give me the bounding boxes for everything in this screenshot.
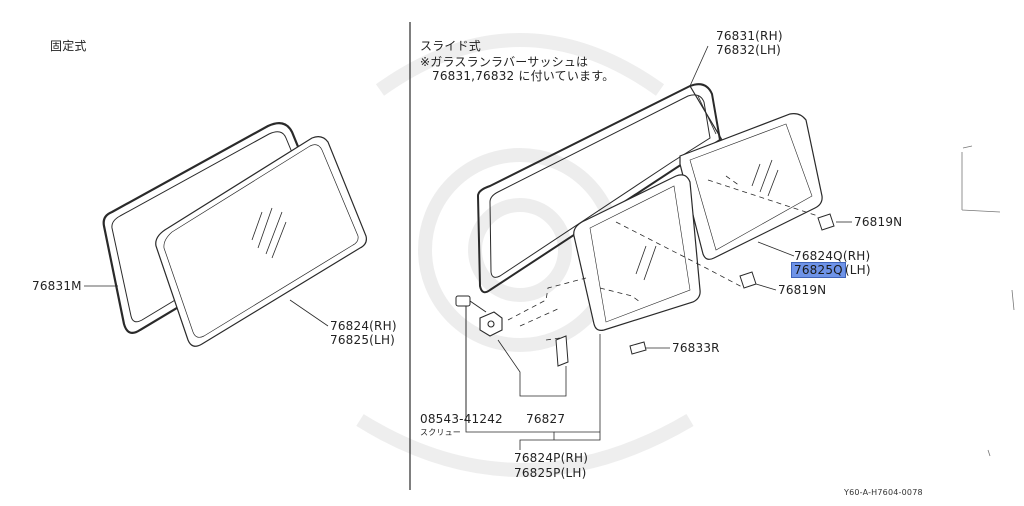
stopper-upper bbox=[817, 213, 835, 231]
part-label-76824P-rh[interactable]: 76824P(RH) bbox=[514, 451, 589, 465]
part-label-76831M[interactable]: 76831M bbox=[32, 279, 82, 293]
stopper-lower bbox=[739, 271, 757, 289]
leader-76824 bbox=[289, 299, 329, 327]
edge-marks bbox=[961, 145, 1015, 457]
leader-lines-right bbox=[465, 45, 852, 450]
part-label-76824Q-rh[interactable]: 76824Q(RH) bbox=[794, 249, 871, 263]
catch-part bbox=[555, 335, 569, 367]
slide-type-title: スライド式 bbox=[420, 39, 482, 53]
slide-note-line2: 76831,76832 に付いています。 bbox=[432, 69, 615, 83]
slide-front-glass bbox=[573, 174, 701, 331]
part-label-76819N-lower[interactable]: 76819N bbox=[778, 283, 827, 297]
assembly-dash-lines bbox=[507, 175, 819, 341]
part-label-76827[interactable]: 76827 bbox=[526, 412, 566, 426]
highlighted-part-number[interactable]: 76825Q bbox=[791, 262, 846, 278]
part-label-76825Q-suffix: (LH) bbox=[844, 263, 871, 277]
part-label-76824-rh[interactable]: 76824(RH) bbox=[330, 319, 397, 333]
slide-note-line1: ※ガラスランラバーサッシュは bbox=[420, 55, 589, 69]
part-label-08543-41242[interactable]: 08543-41242 bbox=[420, 412, 503, 426]
pad-76833R bbox=[629, 341, 647, 355]
part-label-76833R[interactable]: 76833R bbox=[672, 341, 720, 355]
latch-part bbox=[479, 311, 503, 337]
diagram-code: Y60-A-H7604-0078 bbox=[844, 488, 923, 497]
part-label-76825Q-lh[interactable]: 76825Q(LH) bbox=[791, 262, 871, 278]
fixed-type-title: 固定式 bbox=[50, 39, 87, 53]
fixed-window-glass bbox=[155, 136, 367, 347]
part-label-76832-lh[interactable]: 76832(LH) bbox=[716, 43, 782, 57]
screw-caption: スクリュー bbox=[420, 428, 461, 437]
slide-rear-glass bbox=[679, 113, 823, 260]
part-label-76825P-lh[interactable]: 76825P(LH) bbox=[514, 466, 587, 480]
part-label-76825-lh[interactable]: 76825(LH) bbox=[330, 333, 396, 347]
screw-part bbox=[455, 295, 487, 420]
part-label-76831-rh[interactable]: 76831(RH) bbox=[716, 29, 783, 43]
part-label-76819N-upper[interactable]: 76819N bbox=[854, 215, 903, 229]
slide-sash-frame bbox=[476, 83, 729, 294]
